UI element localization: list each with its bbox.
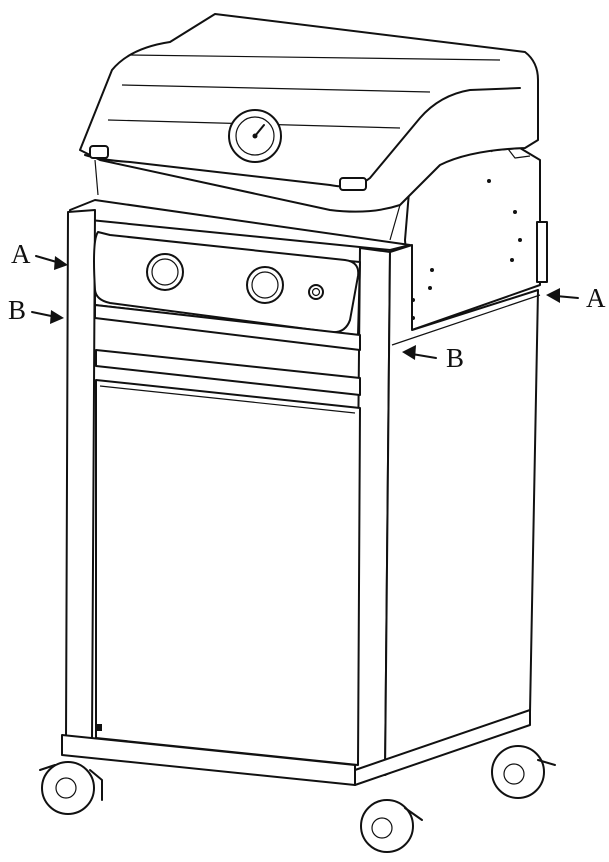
- temperature-gauge-icon: [228, 109, 282, 163]
- callout-label-a-left: A: [11, 239, 31, 269]
- grill-lid: [79, 13, 539, 241]
- caster-front-left-icon: [39, 761, 103, 815]
- callout-label-b-right: B: [446, 343, 465, 373]
- burner-knob-right-icon: [246, 266, 284, 304]
- callout-arrow-b-left: [31, 310, 64, 324]
- callout-arrow-a-left: [35, 255, 68, 270]
- igniter-button-icon: [308, 284, 324, 300]
- callout-arrow-a-right: [546, 288, 579, 303]
- caster-rear-right-icon: [491, 745, 556, 799]
- callout-label-b-left: B: [8, 295, 27, 325]
- caster-front-right-icon: [360, 799, 423, 853]
- callout-arrow-b-right: [402, 345, 437, 360]
- burner-knob-left-icon: [146, 253, 184, 291]
- callout-label-a-right: A: [586, 283, 606, 313]
